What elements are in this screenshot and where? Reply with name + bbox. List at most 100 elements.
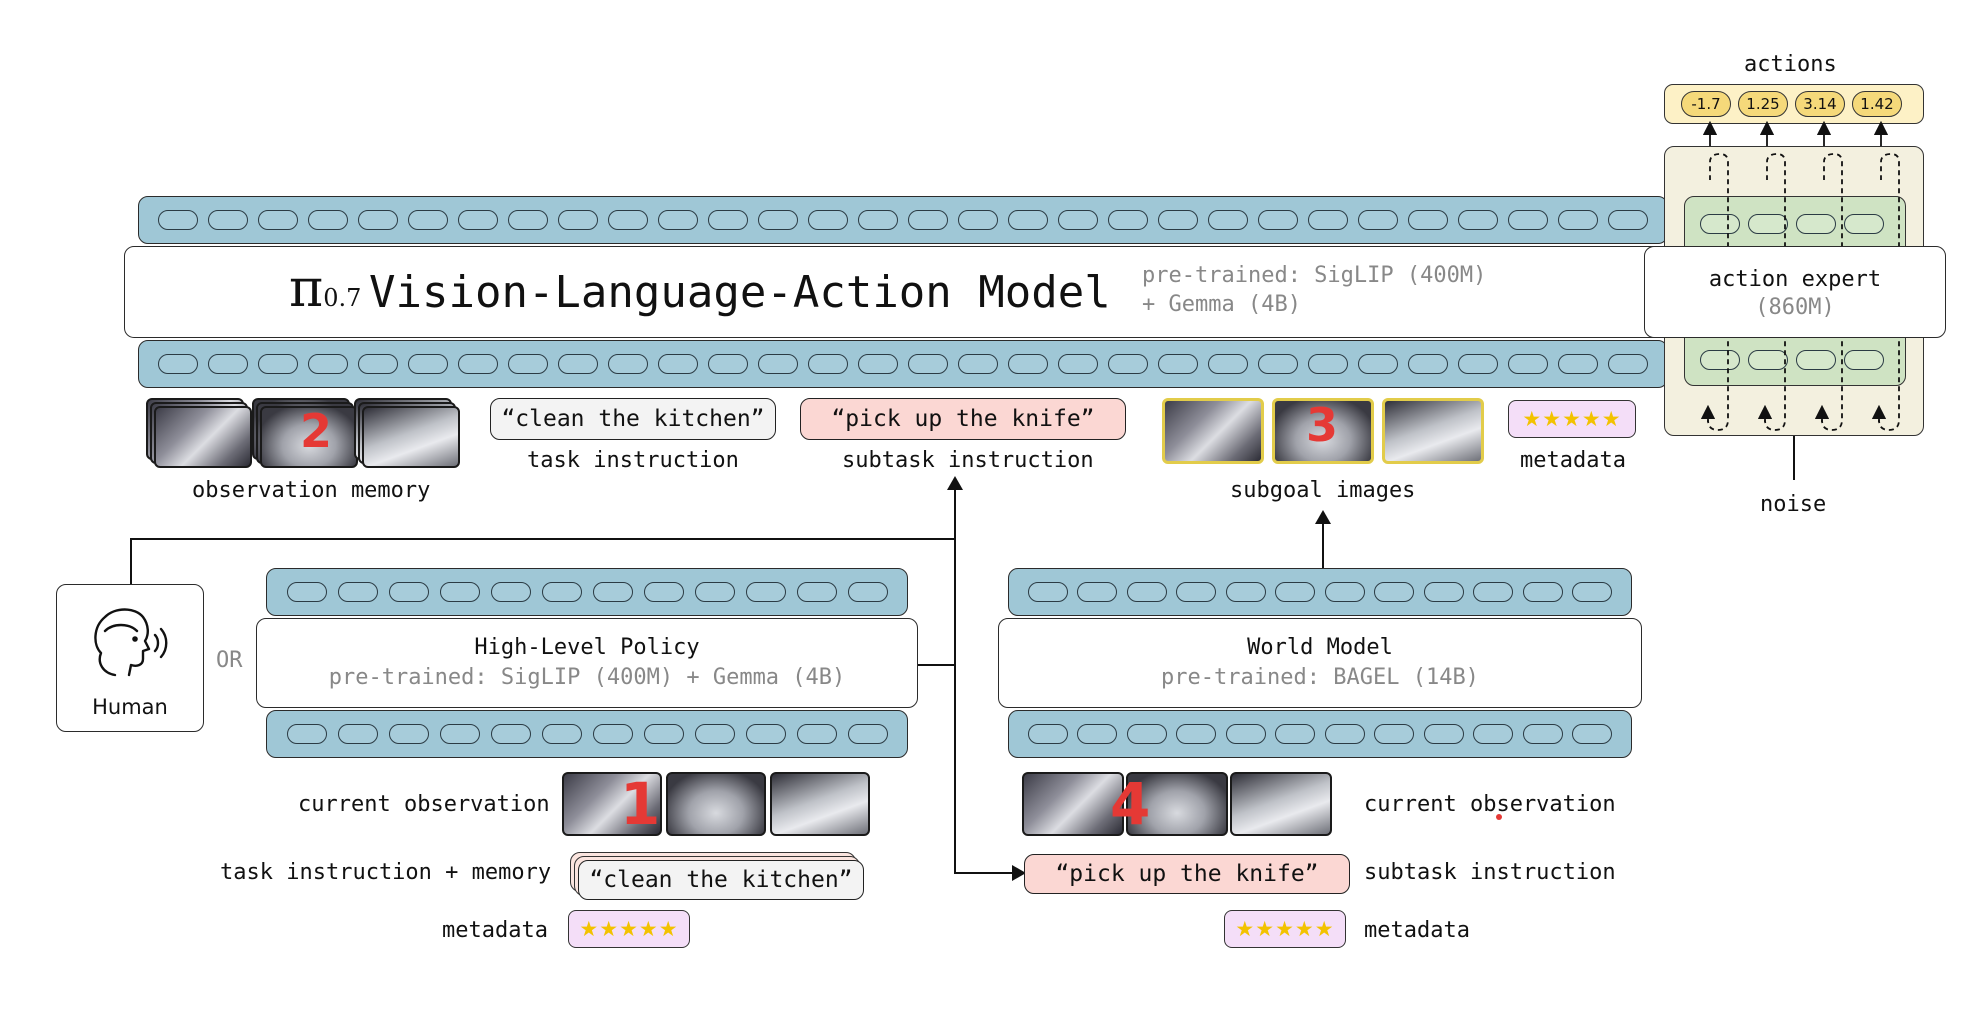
- token-oval: [458, 210, 498, 230]
- token-oval: [1275, 582, 1316, 602]
- subgoal-image-3: [1382, 398, 1484, 464]
- token-oval: [1408, 354, 1448, 374]
- noise-connector: [1793, 436, 1795, 480]
- human-box: Human: [56, 584, 204, 732]
- token-oval: [258, 210, 298, 230]
- token-oval: [908, 210, 948, 230]
- token-oval: [1077, 724, 1118, 744]
- arrowhead-wm-input: [1012, 865, 1026, 881]
- token-oval: [1058, 210, 1098, 230]
- token-oval: [694, 582, 735, 602]
- pi-symbol: π0.7: [289, 259, 362, 319]
- hlp-pretrain: pre-trained: SigLIP (400M) + Gemma (4B): [328, 665, 846, 690]
- action-value-1: -1.7: [1681, 91, 1731, 117]
- token-oval: [1176, 582, 1217, 602]
- obs-memory-frame-1: [154, 406, 252, 468]
- token-oval: [1374, 724, 1415, 744]
- observation-memory-label: observation memory: [192, 478, 431, 503]
- token-oval: [1027, 582, 1068, 602]
- vla-model-box: π0.7 Vision-Language-Action Model pre-tr…: [124, 246, 1684, 338]
- token-oval: [1408, 210, 1448, 230]
- token-oval: [958, 210, 998, 230]
- human-speaking-icon: [94, 608, 168, 677]
- connector-center-vertical: [954, 490, 956, 874]
- subtask-instruction-label: subtask instruction: [842, 448, 1094, 473]
- connector-wm-to-subgoal: [1322, 522, 1324, 568]
- token-oval: [1108, 210, 1148, 230]
- annotation-number-4: 4: [1110, 770, 1151, 838]
- token-oval: [1077, 582, 1118, 602]
- token-oval: [1458, 210, 1498, 230]
- token-oval: [388, 582, 429, 602]
- token-oval: [708, 354, 748, 374]
- wm-metadata-stars: ★★★★★: [1224, 910, 1346, 948]
- token-oval: [847, 582, 888, 602]
- token-oval: [1522, 724, 1563, 744]
- token-oval: [1473, 724, 1514, 744]
- action-value-4: 1.42: [1852, 91, 1902, 117]
- annotation-number-2: 2: [300, 404, 333, 458]
- wm-pretrain: pre-trained: BAGEL (14B): [1161, 665, 1479, 690]
- token-oval: [1208, 210, 1248, 230]
- token-oval: [1108, 354, 1148, 374]
- token-oval: [1508, 210, 1548, 230]
- token-oval: [158, 354, 198, 374]
- token-oval: [558, 354, 598, 374]
- hlp-title: High-Level Policy: [474, 635, 700, 660]
- token-oval: [1058, 354, 1098, 374]
- token-oval: [958, 354, 998, 374]
- token-oval: [1225, 724, 1266, 744]
- metadata-label-top: metadata: [1520, 448, 1626, 473]
- vla-title: Vision-Language-Action Model: [369, 267, 1111, 318]
- token-oval: [1572, 724, 1613, 744]
- world-model-box: World Model pre-trained: BAGEL (14B): [998, 618, 1642, 708]
- hlp-observation-3: [770, 772, 870, 836]
- subgoal-image-1: [1162, 398, 1264, 464]
- token-oval: [1258, 354, 1298, 374]
- token-oval: [337, 582, 378, 602]
- token-oval: [1027, 724, 1068, 744]
- token-oval: [808, 210, 848, 230]
- token-oval: [592, 724, 633, 744]
- token-oval: [508, 354, 548, 374]
- token-oval: [158, 210, 198, 230]
- token-oval: [490, 724, 531, 744]
- token-oval: [408, 210, 448, 230]
- token-oval: [858, 354, 898, 374]
- token-oval: [1208, 354, 1248, 374]
- annotation-number-3: 3: [1306, 398, 1339, 452]
- token-oval: [608, 354, 648, 374]
- token-oval: [490, 582, 531, 602]
- arrowhead-subtask-up: [947, 476, 963, 490]
- vla-bottom-token-strip: [138, 340, 1668, 388]
- subtask-instruction-pill: “pick up the knife”: [800, 398, 1126, 440]
- token-oval: [1258, 210, 1298, 230]
- subgoal-images-label: subgoal images: [1230, 478, 1416, 503]
- token-oval: [608, 210, 648, 230]
- hlp-observation-1: [562, 772, 662, 836]
- token-oval: [1358, 210, 1398, 230]
- token-oval: [308, 210, 348, 230]
- high-level-policy-box: High-Level Policy pre-trained: SigLIP (4…: [256, 618, 918, 708]
- token-oval: [1008, 354, 1048, 374]
- token-oval: [308, 354, 348, 374]
- token-oval: [388, 724, 429, 744]
- action-expert-title: action expert: [1708, 267, 1882, 292]
- task-instruction-pill: “clean the kitchen”: [490, 398, 776, 440]
- token-oval: [1158, 210, 1198, 230]
- expert-token: [1700, 350, 1740, 370]
- wm-current-observation-label: current observation: [1364, 792, 1616, 817]
- vla-pretrain-line2: + Gemma (4B): [1142, 292, 1301, 317]
- hlp-bottom-token-strip: [266, 710, 908, 758]
- token-oval: [1608, 354, 1648, 374]
- token-oval: [1358, 354, 1398, 374]
- wm-subtask-pill: “pick up the knife”: [1024, 854, 1350, 894]
- wm-metadata-label: metadata: [1364, 918, 1470, 943]
- pi-subscript: 0.7: [323, 284, 362, 312]
- token-oval: [337, 724, 378, 744]
- token-oval: [208, 210, 248, 230]
- actions-label: actions: [1744, 52, 1837, 77]
- token-oval: [286, 724, 327, 744]
- token-oval: [541, 582, 582, 602]
- or-label: OR: [216, 648, 243, 673]
